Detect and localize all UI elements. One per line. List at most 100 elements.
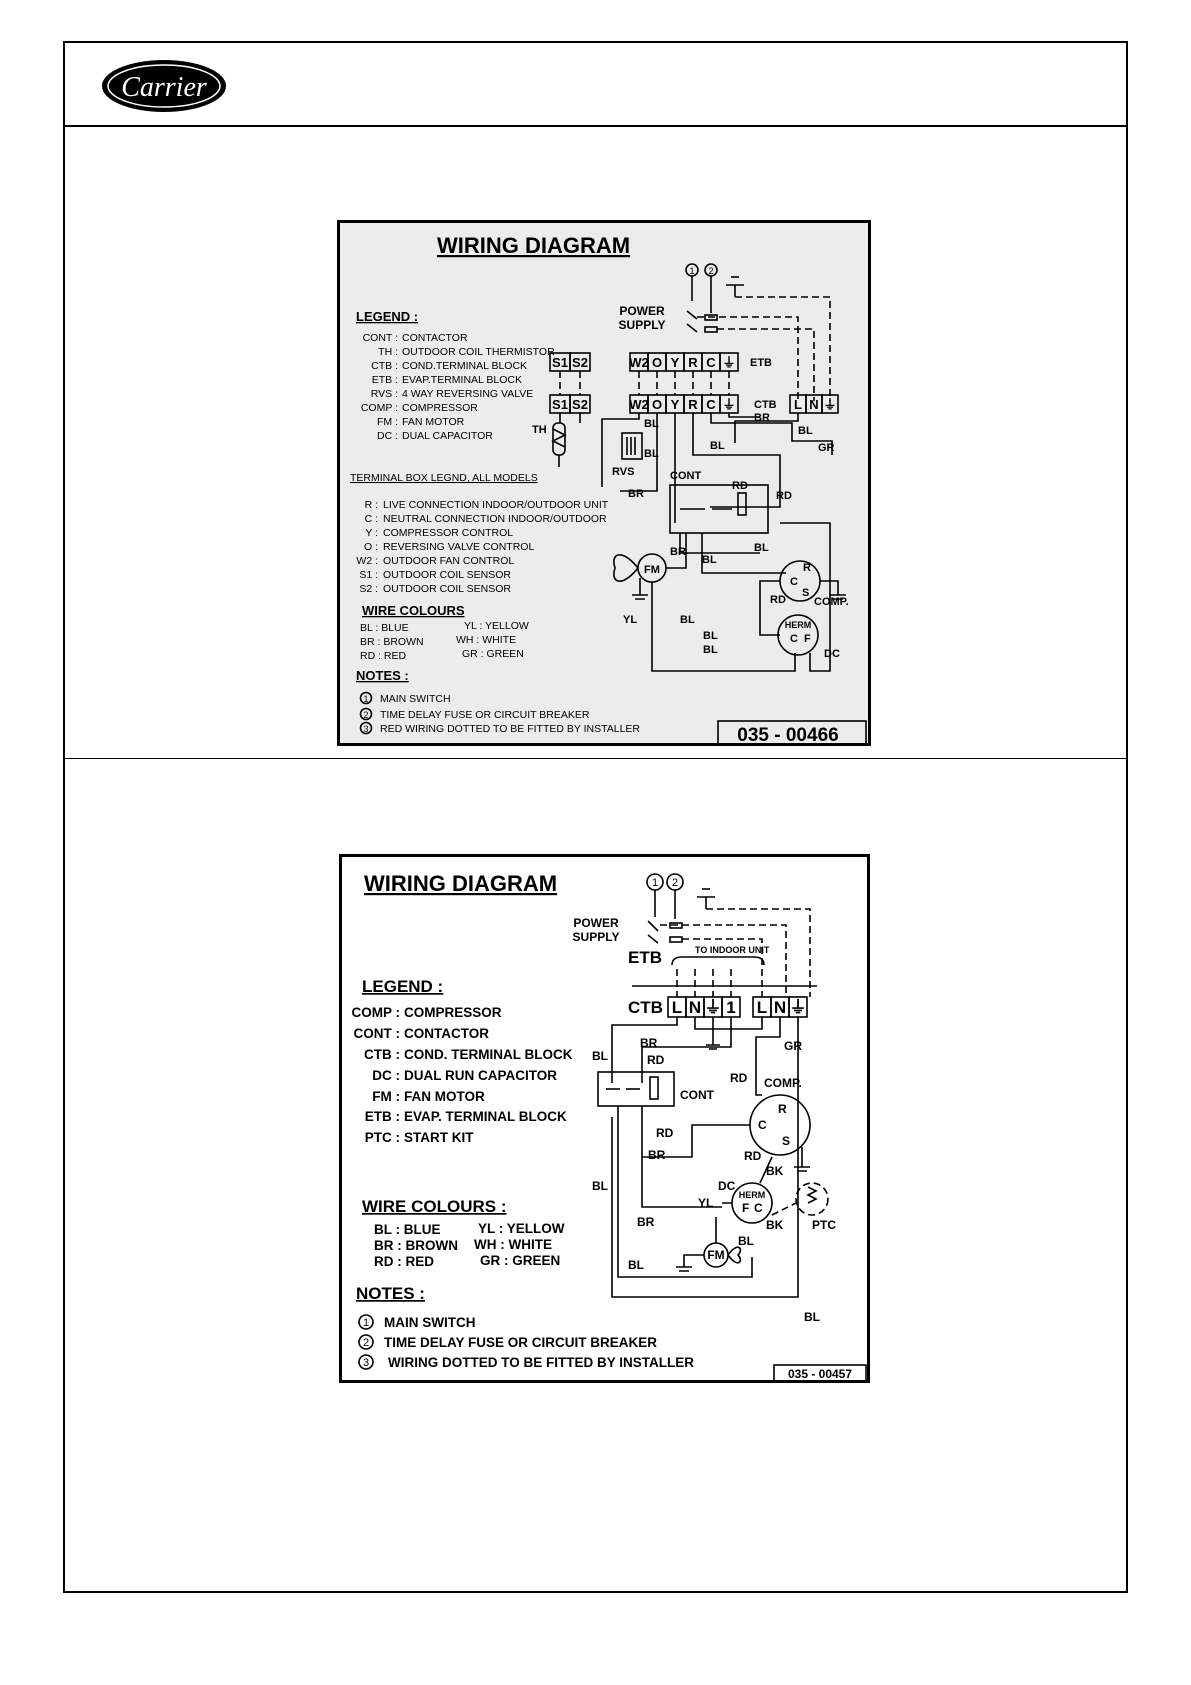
svg-text:R: R — [778, 1102, 787, 1116]
svg-text:BR : BROWN: BR : BROWN — [360, 636, 424, 648]
legend-code: CTB : — [371, 360, 398, 372]
to-indoor-label: TO INDOOR UNIT — [695, 945, 770, 955]
compressor-label: COMP. — [814, 596, 849, 608]
svg-text:S: S — [782, 1134, 790, 1148]
svg-text:DUAL RUN CAPACITOR: DUAL RUN CAPACITOR — [404, 1068, 557, 1083]
carrier-logo: Carrier — [102, 60, 226, 112]
svg-text:2: 2 — [363, 1337, 369, 1349]
svg-text:RD: RD — [647, 1053, 665, 1067]
page-frame — [63, 41, 1128, 1593]
svg-text:COND. TERMINAL BLOCK: COND. TERMINAL BLOCK — [404, 1047, 573, 1062]
svg-text:S1: S1 — [552, 355, 568, 370]
svg-text:BR : BROWN: BR : BROWN — [374, 1238, 458, 1253]
svg-text:Y: Y — [671, 397, 680, 412]
legend-code: TH : — [378, 346, 398, 358]
svg-text:N: N — [689, 998, 701, 1017]
svg-text:WIRING DOTTED TO BE FITTED BY: WIRING DOTTED TO BE FITTED BY INSTALLER — [388, 1355, 694, 1370]
svg-text:PTC :: PTC : — [365, 1130, 400, 1145]
ctb-main-terminal-block: L N ⏚ — [752, 996, 808, 1018]
svg-text:YL : YELLOW: YL : YELLOW — [478, 1221, 565, 1236]
svg-text:BK: BK — [766, 1164, 784, 1178]
svg-text:L: L — [794, 397, 802, 412]
thermistor-icon — [552, 422, 566, 456]
svg-text:C: C — [790, 576, 798, 588]
header-divider — [63, 125, 1128, 127]
svg-text:2: 2 — [708, 266, 713, 276]
svg-text:ETB :: ETB : — [365, 1109, 400, 1124]
svg-text:3: 3 — [363, 724, 368, 734]
ctb-terminal-block: W2 O Y R C ⏚ — [629, 394, 739, 414]
svg-text:COMP :: COMP : — [351, 1005, 400, 1020]
legend-code: COMP : — [361, 402, 398, 414]
svg-text:CONTACTOR: CONTACTOR — [404, 1026, 489, 1041]
capacitor-label: DC — [718, 1179, 736, 1193]
svg-text:OUTDOOR COIL SENSOR: OUTDOOR COIL SENSOR — [383, 583, 511, 595]
diagram-title: WIRING DIAGRAM — [437, 233, 630, 258]
rvs-label: RVS — [612, 466, 634, 478]
legend-desc: COND.TERMINAL BLOCK — [402, 360, 527, 372]
svg-text:BL : BLUE: BL : BLUE — [374, 1222, 441, 1237]
svg-text:BL: BL — [703, 644, 718, 656]
power-supply-label: POWER — [573, 916, 619, 930]
svg-text:FM :: FM : — [372, 1089, 400, 1104]
svg-text:C: C — [706, 355, 716, 370]
wire-colours-list: BL : BLUE YL : YELLOW BR : BROWN WH : WH… — [360, 620, 529, 662]
svg-text:RD : RED: RD : RED — [360, 650, 407, 662]
power-supply-label: SUPPLY — [573, 930, 620, 944]
legend-desc: DUAL CAPACITOR — [402, 430, 493, 442]
notes-title: NOTES : — [356, 668, 409, 683]
svg-text:R: R — [688, 355, 698, 370]
svg-text:BL: BL — [710, 440, 725, 452]
svg-text:1: 1 — [726, 998, 735, 1017]
etb-label: ETB — [628, 948, 662, 967]
svg-text:C: C — [706, 397, 716, 412]
svg-text:CTB :: CTB : — [364, 1047, 400, 1062]
svg-text:RD: RD — [776, 490, 792, 502]
note-marker-icon: 1 2 — [646, 873, 684, 891]
svg-text:S1: S1 — [552, 397, 568, 412]
svg-text:BL: BL — [628, 1258, 644, 1272]
legend-code: RVS : — [371, 388, 398, 400]
svg-text:2: 2 — [672, 877, 678, 889]
legend-list: COMP : COMPRESSOR CONT : CONTACTOR CTB :… — [351, 1005, 572, 1145]
svg-text:2: 2 — [363, 710, 368, 720]
brand-name: Carrier — [121, 72, 207, 103]
legend-desc: OUTDOOR COIL THERMISTOR — [402, 346, 555, 358]
fuse-icon — [704, 314, 718, 321]
svg-text:MAIN SWITCH: MAIN SWITCH — [384, 1315, 476, 1330]
ground-icon — [697, 888, 715, 909]
svg-text:⏚: ⏚ — [722, 355, 735, 370]
svg-text:Y: Y — [671, 355, 680, 370]
sensor-terminal-block: S1 S2 S1 S2 — [549, 352, 591, 414]
svg-text:OUTDOOR FAN CONTROL: OUTDOOR FAN CONTROL — [383, 555, 514, 567]
svg-text:HERM: HERM — [739, 1190, 766, 1200]
svg-text:BR: BR — [640, 1036, 658, 1050]
switch-icon — [647, 920, 659, 932]
svg-text:1: 1 — [363, 1317, 369, 1329]
legend-desc: FAN MOTOR — [402, 416, 465, 428]
svg-text:N: N — [774, 998, 786, 1017]
svg-text:N: N — [809, 397, 818, 412]
svg-text:WH : WHITE: WH : WHITE — [456, 634, 516, 646]
svg-text:FM: FM — [707, 1248, 724, 1262]
wiring-diagram-2: WIRING DIAGRAM LEGEND : COMP : COMPRESSO… — [339, 854, 870, 1383]
svg-text:O: O — [652, 397, 662, 412]
notes-title: NOTES : — [356, 1284, 425, 1303]
svg-text:L: L — [672, 998, 682, 1017]
ctb-label: CTB — [754, 399, 777, 411]
svg-text:GR: GR — [818, 442, 835, 454]
svg-text:REVERSING VALVE CONTROL: REVERSING VALVE CONTROL — [383, 541, 534, 553]
svg-text:BL: BL — [738, 1234, 754, 1248]
svg-text:S: S — [802, 587, 809, 599]
legend-code: CONT : — [363, 332, 398, 344]
svg-text:O: O — [652, 355, 662, 370]
ground-icon — [726, 276, 744, 297]
svg-text:YL: YL — [623, 614, 637, 626]
contactor-label: CONT — [670, 470, 701, 482]
legend-title: LEGEND : — [356, 309, 418, 324]
legend-desc: EVAP.TERMINAL BLOCK — [402, 374, 522, 386]
contactor-coil-icon — [737, 492, 747, 516]
svg-text:S2: S2 — [572, 397, 588, 412]
svg-text:BL: BL — [798, 425, 813, 437]
svg-text:BL: BL — [804, 1310, 820, 1324]
